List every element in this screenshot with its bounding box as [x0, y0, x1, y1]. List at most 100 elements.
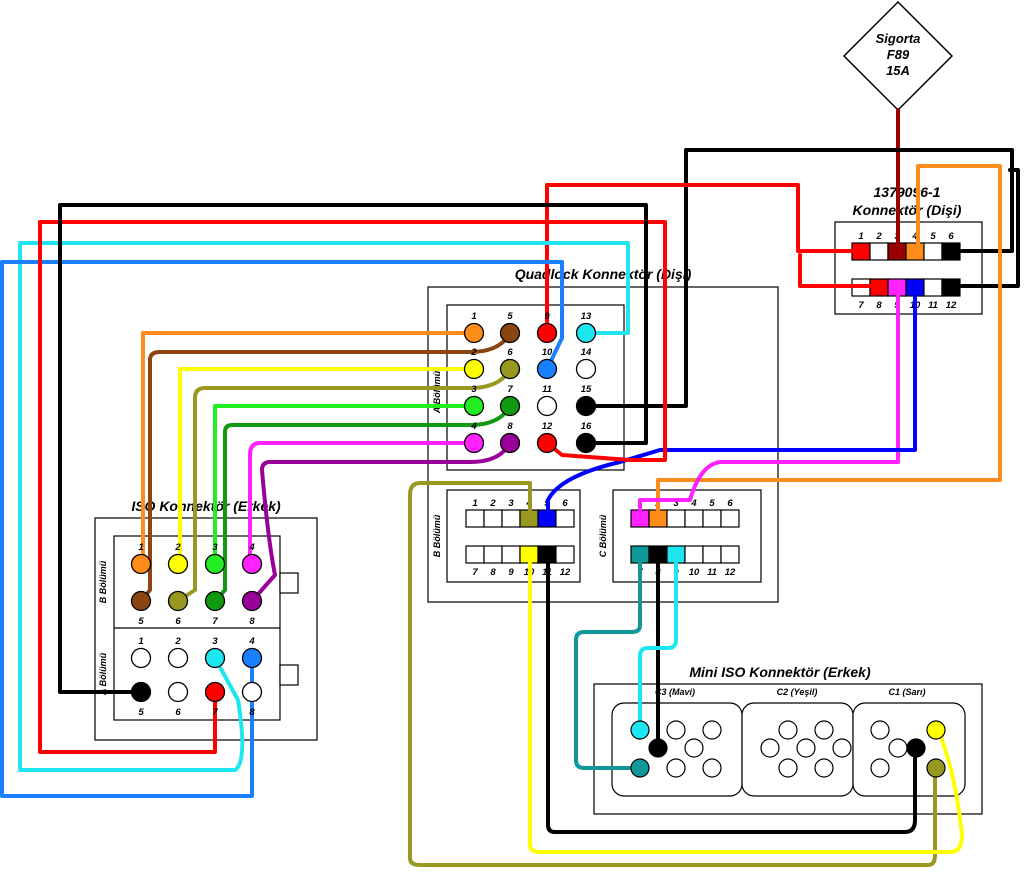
iso-a-bottom-pin	[204, 681, 226, 703]
quadlock-section-a: A Bölümü	[432, 370, 442, 414]
mini-c1-pin	[870, 720, 890, 740]
wire-olive-b4-mini-c1	[408, 481, 937, 867]
c1379-bottom-pin-label: 8	[876, 300, 882, 311]
mini-c2-pin	[814, 720, 834, 740]
quadlock-a-pin-label: 7	[507, 384, 513, 395]
iso-a-bottom-pin	[241, 681, 263, 703]
mini-c1-pin	[870, 758, 890, 778]
mini-c1-pin	[888, 738, 908, 758]
wire-black-1379-12	[952, 168, 1020, 288]
mini-c2-pin	[760, 738, 780, 758]
wire-cyan-a13-iso-a3	[18, 241, 630, 772]
quadlock-b-bottom-pin	[555, 545, 575, 564]
c1379-title-1: 1379096-1	[874, 184, 941, 200]
iso-b-top-pin-label: 3	[212, 542, 218, 553]
quadlock-b-bottom-pin-label: 8	[490, 567, 496, 578]
mini-c3-pin	[630, 720, 650, 740]
mini-c3-pin	[648, 738, 668, 758]
mini-c1-pin	[906, 738, 926, 758]
iso-a-top-pin-label: 4	[248, 636, 255, 647]
quadlock-a-pin-label: 9	[544, 311, 550, 322]
iso-b-bottom-pin-label: 7	[212, 616, 218, 627]
quadlock-c-top-pin	[702, 509, 722, 528]
iso-a-top-pin	[204, 647, 226, 669]
quadlock-b-top-pin	[465, 509, 485, 528]
wire-red-1379-8	[798, 253, 882, 288]
quadlock-c-top-pin-label: 6	[727, 498, 733, 509]
mini-c3-pin	[630, 758, 650, 778]
fuse: Sigorta F89 15A	[842, 0, 954, 112]
quadlock-b-top-pin-label: 1	[472, 498, 477, 509]
c1379-top-pin-label: 6	[948, 231, 954, 242]
wire-black-a15-1379-6	[584, 148, 1014, 408]
quadlock-a-pin-label: 6	[507, 347, 513, 358]
mini-iso-c1-label: C1 (Sarı)	[888, 687, 925, 697]
quadlock-c-top-pin	[666, 509, 686, 528]
quadlock-a-pin	[575, 395, 597, 417]
mini-c2-pin	[796, 738, 816, 758]
mini-c3-pin	[666, 758, 686, 778]
quadlock-a-pin-label: 15	[581, 384, 592, 395]
quadlock-a-pin	[499, 432, 521, 454]
wire-red-a9-1379	[545, 183, 862, 335]
quadlock-c-bottom-pin	[702, 545, 722, 564]
iso-a-bottom-pin	[130, 681, 152, 703]
quadlock-a-pin-label: 1	[471, 311, 476, 322]
quadlock-a-pin-label: 5	[507, 311, 513, 322]
mini-c2-pin	[778, 758, 798, 778]
fuse-label-3: 15A	[886, 63, 910, 78]
mini-iso-c3-label: C3 (Mavi)	[655, 687, 695, 697]
c1379-top-pin	[923, 242, 943, 261]
mini-c2-pin	[814, 758, 834, 778]
quadlock-a-pin-label: 10	[542, 347, 553, 358]
iso-a-bottom-pin-label: 5	[138, 707, 144, 718]
c1379-bottom-pin-label: 12	[946, 300, 957, 311]
wire-green-a3-iso-b3	[213, 404, 476, 566]
quadlock-c-top-pin	[720, 509, 740, 528]
iso-a-bottom-pin-label: 6	[175, 707, 181, 718]
quadlock-c-top-pin-label: 5	[709, 498, 715, 509]
fuse-label-1: Sigorta	[876, 31, 921, 46]
mini-c3-pin	[684, 738, 704, 758]
iso-b-bottom-pin-label: 5	[138, 616, 144, 627]
quadlock-a-pin	[536, 395, 558, 417]
iso-connector: ISO Konnektör (Erkek) B Bölümü A Bölümü	[94, 498, 318, 741]
c1379-top-pin-label: 5	[930, 231, 936, 242]
iso-b-top-pin-label: 1	[138, 542, 143, 553]
quadlock-c-bottom-pin	[684, 545, 704, 564]
iso-section-b: B Bölümü	[98, 560, 108, 603]
quadlock-a-pin-label: 12	[542, 421, 553, 432]
iso-b-top-pin-label: 4	[248, 542, 255, 553]
iso-b-top-pin-label: 2	[174, 542, 181, 553]
quadlock-a-pin	[463, 395, 485, 417]
quadlock-a-pin	[499, 322, 521, 344]
quadlock-c-top-pin-label: 3	[673, 498, 679, 509]
quadlock-b-bottom-pin-label: 12	[560, 567, 571, 578]
mini-iso-c2-label: C2 (Yeşil)	[777, 687, 818, 697]
quadlock-a-pin-label: 11	[542, 384, 552, 395]
wire-dkgreen-a7-iso-b7	[213, 404, 512, 603]
c1379-top-pin	[869, 242, 889, 261]
quadlock-b-bottom-pin-label: 9	[508, 567, 514, 578]
quadlock-c-bottom-pin	[720, 545, 740, 564]
wire-orange-c2-1379-4	[656, 164, 1002, 520]
quadlock-b-top-pin-label: 6	[562, 498, 568, 509]
iso-b-bottom-pin	[167, 590, 189, 612]
wire-olive-a6-iso-b6	[176, 367, 512, 603]
quadlock-c-top-pin-label: 4	[690, 498, 697, 509]
quadlock-b-bottom-pin-label: 7	[472, 567, 478, 578]
c1379-top-pin-label: 2	[875, 231, 882, 242]
fuse-label-2: F89	[887, 47, 910, 62]
quadlock-a-pin	[499, 395, 521, 417]
quadlock-a-pin	[575, 358, 597, 380]
quadlock-a-pin	[536, 432, 558, 454]
mini-c1-pin	[926, 720, 946, 740]
quadlock-c-bottom-pin-label: 10	[689, 567, 700, 578]
quadlock-a-pin	[463, 358, 485, 380]
iso-b-top-pin	[130, 553, 152, 575]
quadlock-section-b: B Bölümü	[432, 514, 442, 557]
mini-iso-title: Mini ISO Konnektör (Erkek)	[689, 664, 871, 680]
wire-magenta-a4-iso-b4	[248, 441, 476, 566]
quadlock-b-bottom-pin	[501, 545, 521, 564]
